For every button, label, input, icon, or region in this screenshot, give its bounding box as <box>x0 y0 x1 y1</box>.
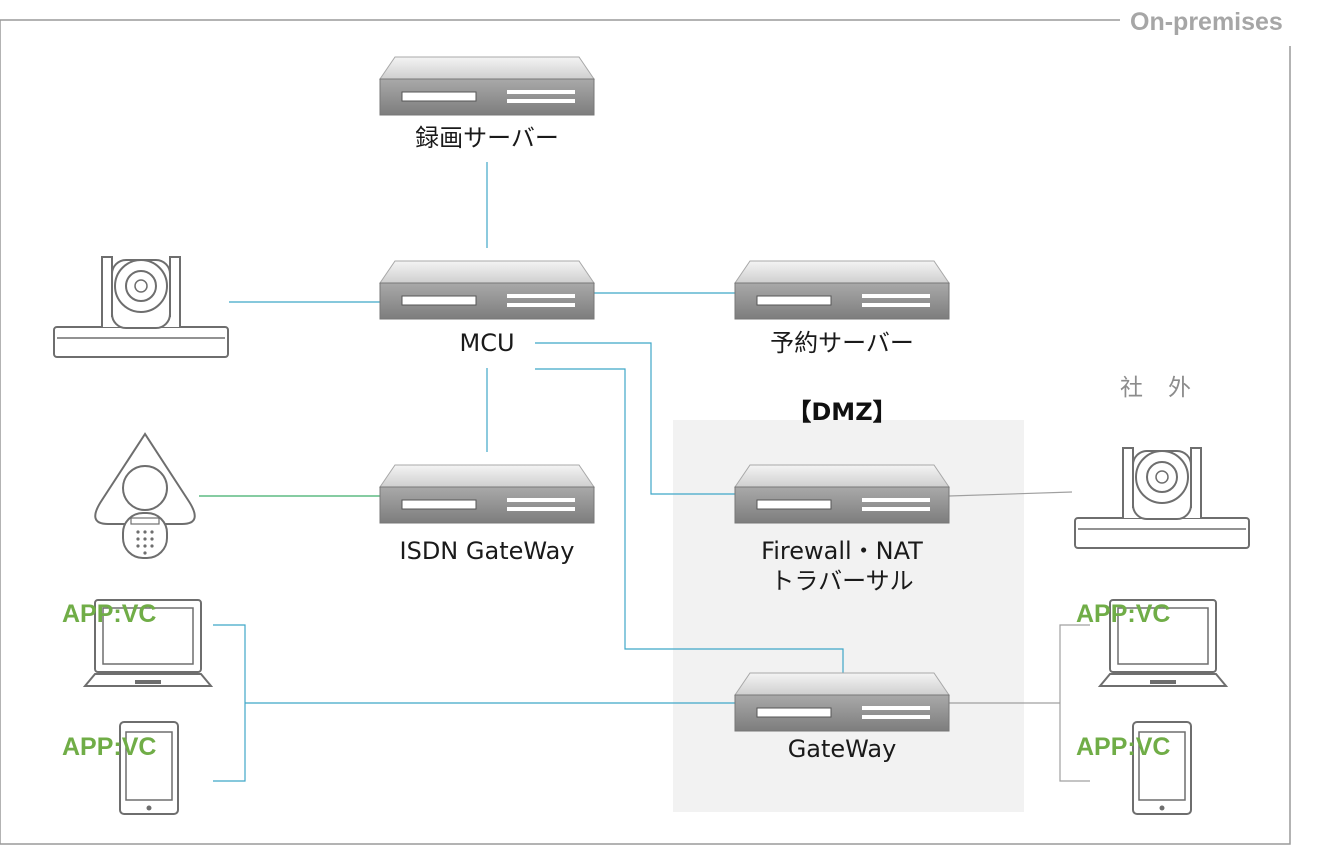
video-conference-camera-icon <box>53 256 229 358</box>
mcu-label: MCU <box>459 329 515 357</box>
right-tablet-app-label: APP:VC <box>1076 733 1171 761</box>
isdn-gateway-server-icon <box>379 464 595 524</box>
left-tablet-app-label: APP:VC <box>62 733 157 761</box>
bracket-left-apps <box>213 624 246 782</box>
firewall-nat-label: Firewall・NAT <box>761 537 923 565</box>
firewall-nat-server-icon <box>734 464 950 524</box>
right-laptop-app-label: APP:VC <box>1076 600 1171 628</box>
link-firewall-external-camera <box>948 491 1073 497</box>
link-mcu-gateway <box>535 368 844 673</box>
conference-phone-icon <box>94 432 196 559</box>
recording-server-icon <box>379 56 595 116</box>
connections <box>199 162 1090 782</box>
mcu-server-icon <box>379 260 595 320</box>
reservation-server-icon <box>734 260 950 320</box>
isdn-gateway-label: ISDN GateWay <box>399 537 575 565</box>
on-premises-title: On-premises <box>1130 8 1283 36</box>
link-mcu-firewall <box>535 342 735 495</box>
external-video-conference-camera-icon <box>1074 447 1250 549</box>
traversal-label: トラバーサル <box>770 567 914 595</box>
left-laptop-app-label: APP:VC <box>62 600 157 628</box>
on-premises-boundary <box>0 19 1291 845</box>
bracket-right-apps <box>1059 624 1090 782</box>
dmz-title: 【DMZ】 <box>787 398 897 426</box>
outside-label: 社 外 <box>1120 375 1192 401</box>
gateway-server-icon <box>734 672 950 732</box>
recording-server-label: 録画サーバー <box>415 124 559 152</box>
reservation-server-label: 予約サーバー <box>770 329 914 357</box>
gateway-label: GateWay <box>787 735 897 763</box>
